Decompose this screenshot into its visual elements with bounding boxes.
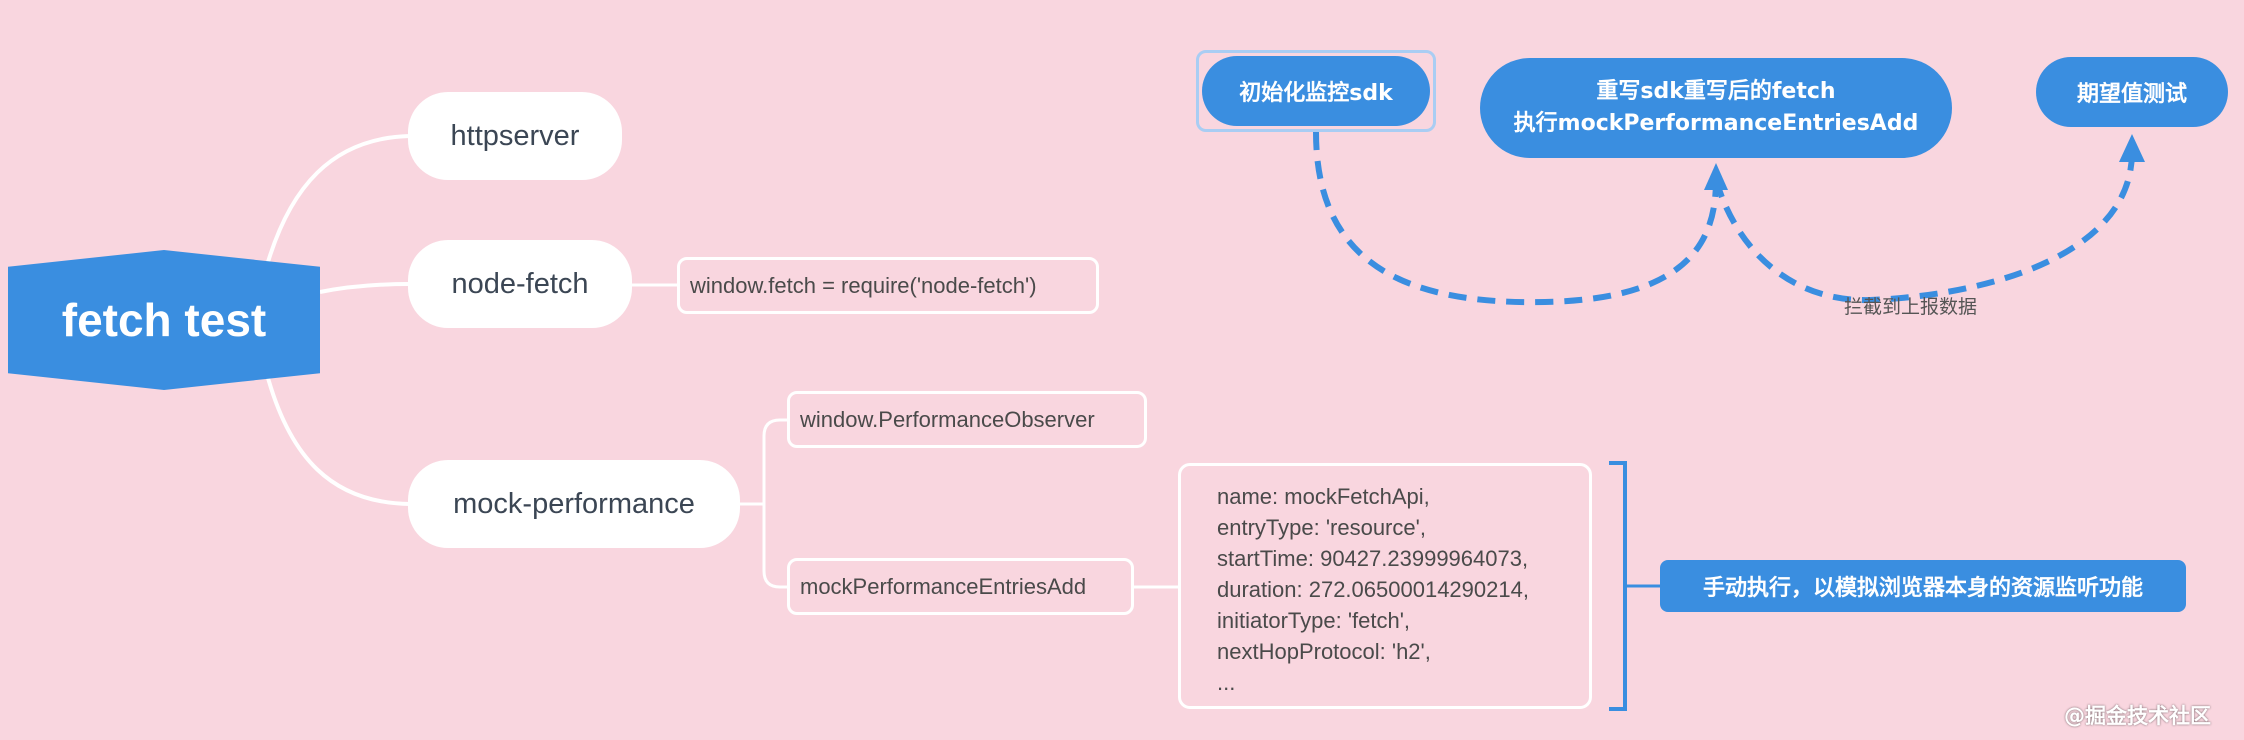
detail-line: name: mockFetchApi, <box>1217 484 1430 509</box>
detail-line: entryType: 'resource', <box>1217 515 1426 540</box>
detail-line: ... <box>1217 670 1236 695</box>
branch-node-mock-performance[interactable]: mock-performance <box>408 460 740 548</box>
root-node[interactable]: fetch test <box>8 250 320 390</box>
flow-node-label-line2: 执行mockPerformanceEntriesAdd <box>1513 111 1919 136</box>
detail-line: startTime: 90427.23999964073, <box>1217 546 1529 571</box>
connector-mock-entries <box>762 504 787 589</box>
connector-root-mock-performance <box>266 377 411 506</box>
flow-node-label: 期望值测试 <box>2076 82 2187 107</box>
arrowhead-rewrite <box>1704 163 1728 190</box>
dashed-arrow-rewrite-to-expect <box>1713 151 2135 304</box>
callout-bracket <box>1609 461 1627 711</box>
branch-node-httpserver[interactable]: httpserver <box>408 92 622 180</box>
flow-node-label: 初始化监控sdk <box>1239 81 1393 106</box>
connector-root-httpserver <box>266 134 411 263</box>
leaf-node-label: mockPerformanceEntriesAdd <box>800 573 1087 599</box>
arrowhead-expect <box>2119 134 2145 162</box>
branch-node-node-fetch[interactable]: node-fetch <box>408 240 632 328</box>
leaf-node-performance-observer[interactable]: window.PerformanceObserver <box>787 391 1147 448</box>
edge-label-intercept: 拦截到上报数据 <box>1844 296 1978 318</box>
flow-node-label-line1: 重写sdk重写后的fetch <box>1596 79 1836 104</box>
callout-summary[interactable]: 手动执行，以模拟浏览器本身的资源监听功能 <box>1660 560 2186 612</box>
dashed-arrow-init-to-rewrite <box>1313 131 1719 306</box>
leaf-node-label: window.PerformanceObserver <box>800 406 1095 432</box>
watermark: @掘金技术社区 <box>2064 704 2211 728</box>
selection-frame <box>1196 50 1436 132</box>
branch-node-label: node-fetch <box>451 267 589 300</box>
flow-node-init-sdk[interactable]: 初始化监控sdk <box>1202 56 1430 126</box>
leaf-node-mock-entries-add[interactable]: mockPerformanceEntriesAdd <box>787 558 1134 615</box>
branch-node-label: mock-performance <box>453 487 695 520</box>
detail-node-entry-fields[interactable]: name: mockFetchApi, entryType: 'resource… <box>1178 463 1592 709</box>
detail-line: nextHopProtocol: 'h2', <box>1217 639 1431 664</box>
root-node-label: fetch test <box>61 294 267 346</box>
detail-line: initiatorType: 'fetch', <box>1217 608 1411 633</box>
flow-node-expect-test[interactable]: 期望值测试 <box>2036 57 2228 127</box>
leaf-node-label: window.fetch = require('node-fetch') <box>690 272 1037 298</box>
connector-mock-observer <box>762 418 787 504</box>
connector-root-node-fetch <box>319 282 411 294</box>
flow-node-rewrite-fetch[interactable]: 重写sdk重写后的fetch 执行mockPerformanceEntriesA… <box>1480 58 1952 158</box>
branch-node-label: httpserver <box>450 119 580 152</box>
detail-line: duration: 272.06500014290214, <box>1217 577 1529 602</box>
leaf-node-window-fetch[interactable]: window.fetch = require('node-fetch') <box>677 257 1099 314</box>
callout-summary-label: 手动执行，以模拟浏览器本身的资源监听功能 <box>1702 576 2143 601</box>
